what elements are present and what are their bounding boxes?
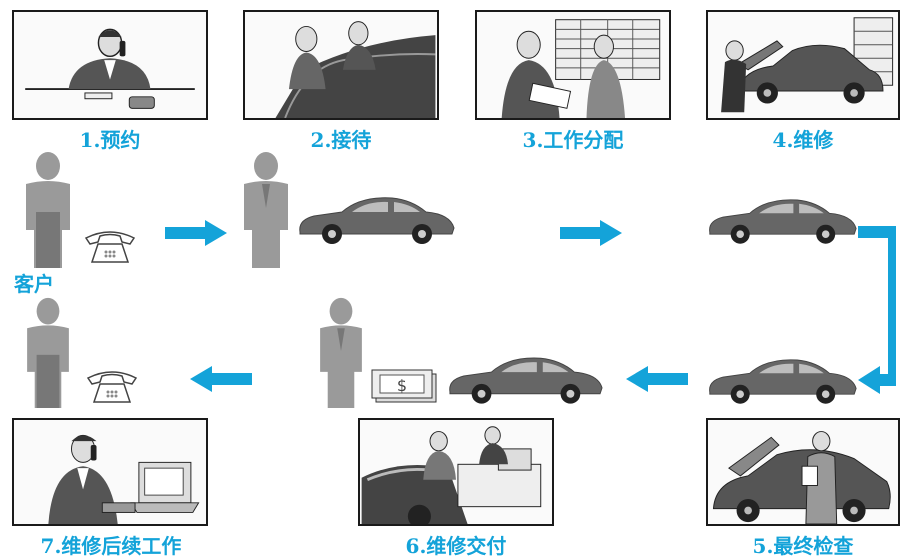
money-bills-icon: $: [370, 366, 440, 406]
panel-reception: [243, 10, 439, 120]
receptionist-phone-illustration: [25, 28, 195, 109]
panel-appointment: [12, 10, 208, 120]
car-icon: [706, 194, 858, 244]
vehicle-delivery-illustration: [361, 426, 542, 524]
service-advisor-illustration: [275, 21, 436, 118]
step-1-label: 1.预约: [79, 128, 141, 152]
panel-assignment: [475, 10, 671, 120]
step-6-label: 6.维修交付: [405, 534, 507, 558]
arrow-right-icon: [165, 220, 227, 246]
final-inspection-illustration: [712, 431, 891, 524]
customer-label: 客户: [14, 272, 54, 296]
step-7-label: 7.维修后续工作: [40, 534, 182, 558]
car-icon: [296, 192, 456, 244]
follow-up-call-illustration: [48, 434, 200, 524]
arrow-right-icon: [560, 220, 622, 246]
panel-follow-up: [12, 418, 208, 526]
step-2-label: 2.接待: [310, 128, 372, 152]
step-3-label: 3.工作分配: [522, 128, 624, 152]
car-icon: [706, 354, 858, 404]
step-5-label: 5.最终检查: [752, 534, 854, 558]
panel-delivery: [358, 418, 554, 526]
car-icon: [446, 352, 604, 404]
service-advisor-figure-icon: [240, 150, 292, 268]
service-advisor-figure-icon: [316, 296, 366, 408]
mechanic-repair-illustration: [721, 17, 894, 113]
customer-figure-icon: [22, 296, 74, 408]
panel-final-inspection: [706, 418, 900, 526]
arrow-left-icon: [190, 366, 252, 392]
job-assignment-illustration: [501, 19, 661, 118]
arrow-left-icon: [626, 366, 688, 392]
money-symbol: $: [397, 376, 407, 395]
customer-figure-icon: [22, 150, 74, 268]
step-4-label: 4.维修: [772, 128, 834, 152]
telephone-icon: [84, 368, 140, 404]
panel-repair: [706, 10, 900, 120]
arrow-uturn-icon: [858, 226, 910, 396]
telephone-icon: [82, 228, 138, 264]
